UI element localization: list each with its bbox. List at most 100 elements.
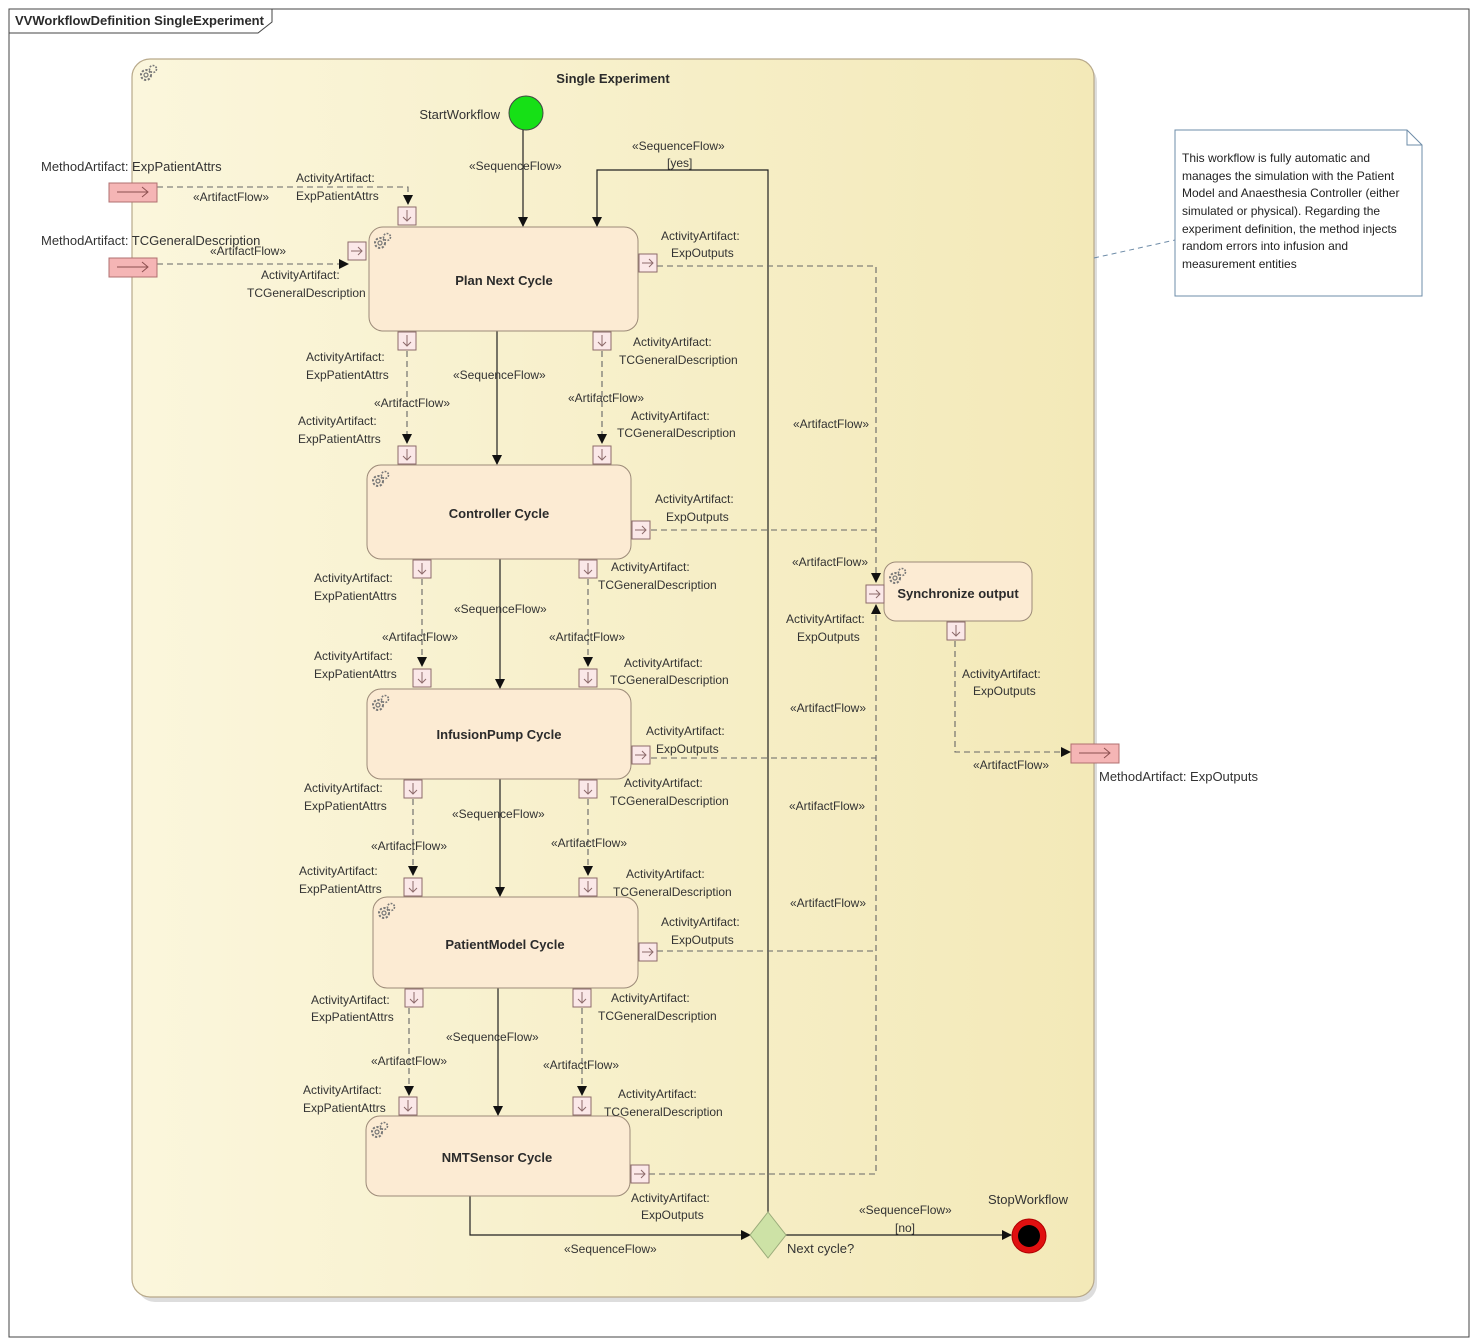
pin-plan-out-tc[interactable] xyxy=(592,331,612,351)
artifact-flow-sync-out[interactable] xyxy=(954,641,1071,757)
pin-patient-out[interactable] xyxy=(638,942,658,962)
pin-controller-in-attrs[interactable] xyxy=(397,445,417,465)
pin-controller-out-attrs[interactable] xyxy=(412,559,432,579)
activity-artifact-label: ActivityArtifact: xyxy=(655,492,734,506)
activity-artifact-value: ExpPatientAttrs xyxy=(304,799,387,813)
pin-patient-out-tc[interactable] xyxy=(572,988,592,1008)
pin-nmt-out[interactable] xyxy=(630,1164,650,1184)
artifact-flow-label: «ArtifactFlow» xyxy=(793,417,869,431)
pin-patient-in-tc[interactable] xyxy=(578,877,598,897)
activity-artifact-label: ActivityArtifact: xyxy=(631,1191,710,1205)
activity-infusionpump-cycle[interactable] xyxy=(366,688,632,780)
pin-infusion-out-attrs[interactable] xyxy=(403,779,423,799)
activity-artifact-label: ActivityArtifact: xyxy=(611,560,690,574)
artifact-flow-label: «ArtifactFlow» xyxy=(789,799,865,813)
activity-artifact-value: ExpPatientAttrs xyxy=(296,189,379,203)
activity-artifact-value: ExpOutputs xyxy=(656,742,719,756)
method-artifact-tc-general[interactable] xyxy=(108,257,158,278)
pin-patient-out-attrs[interactable] xyxy=(404,988,424,1008)
activity-artifact-value: TCGeneralDescription xyxy=(598,578,717,592)
artifact-flow-label: «ArtifactFlow» xyxy=(790,701,866,715)
sequence-flow-label: «SequenceFlow» xyxy=(632,139,725,153)
artifact-flow-nmt-out[interactable] xyxy=(649,604,881,1175)
frame-title-tab xyxy=(8,8,273,34)
activity-artifact-label: ActivityArtifact: xyxy=(631,409,710,423)
activity-artifact-value: ExpPatientAttrs xyxy=(298,432,381,446)
activity-artifact-label: ActivityArtifact: xyxy=(611,991,690,1005)
activity-artifact-label: ActivityArtifact: xyxy=(311,993,390,1007)
artifact-flow-patient-attrs-in[interactable] xyxy=(157,186,413,205)
pin-nmt-in-tc[interactable] xyxy=(572,1096,592,1116)
artifact-flow-label: «ArtifactFlow» xyxy=(382,630,458,644)
activity-artifact-value: ExpPatientAttrs xyxy=(303,1101,386,1115)
activity-artifact-value: ExpOutputs xyxy=(666,510,729,524)
activity-artifact-label: ActivityArtifact: xyxy=(626,867,705,881)
workflow-note[interactable] xyxy=(1174,129,1423,297)
artifact-flow-label: «ArtifactFlow» xyxy=(790,896,866,910)
sequence-flow-label: «SequenceFlow» xyxy=(453,368,546,382)
stop-node-core xyxy=(1018,1225,1040,1247)
artifact-flow-label: «ArtifactFlow» xyxy=(210,244,286,258)
activity-artifact-value: ExpOutputs xyxy=(671,246,734,260)
pin-plan-out[interactable] xyxy=(638,253,658,273)
sequence-flow-label: «SequenceFlow» xyxy=(859,1203,952,1217)
pin-plan-in-tc[interactable] xyxy=(347,241,367,261)
activity-artifact-value: TCGeneralDescription xyxy=(610,794,729,808)
pin-infusion-out-tc[interactable] xyxy=(578,779,598,799)
single-experiment-container[interactable] xyxy=(131,58,1095,1298)
activity-artifact-label: ActivityArtifact: xyxy=(298,414,377,428)
activity-artifact-value: TCGeneralDescription xyxy=(247,286,366,300)
pin-controller-out-tc[interactable] xyxy=(578,559,598,579)
activity-artifact-label: ActivityArtifact: xyxy=(661,229,740,243)
method-artifact-tc-general-label: MethodArtifact: TCGeneralDescription xyxy=(41,233,260,248)
start-node[interactable] xyxy=(508,95,544,131)
pin-controller-out[interactable] xyxy=(631,520,651,540)
frame-title: VVWorkflowDefinition SingleExperiment xyxy=(15,13,265,28)
pin-controller-in-tc[interactable] xyxy=(592,445,612,465)
activity-artifact-value: ExpPatientAttrs xyxy=(314,667,397,681)
activity-artifact-label: ActivityArtifact: xyxy=(633,335,712,349)
note-line-7: measurement entities xyxy=(1182,257,1297,271)
activity-artifact-label: ActivityArtifact: xyxy=(306,350,385,364)
pin-patient-in-attrs[interactable] xyxy=(403,877,423,897)
activity-artifact-label: ActivityArtifact: xyxy=(618,1087,697,1101)
note-line-1: This workflow is fully automatic and xyxy=(1182,151,1370,165)
activity-artifact-value: ExpPatientAttrs xyxy=(306,368,389,382)
activity-sync-label: Synchronize output xyxy=(897,586,1019,601)
sequence-flow-label: «SequenceFlow» xyxy=(452,807,545,821)
yes-guard-label: [yes] xyxy=(667,156,692,170)
activity-artifact-label: ActivityArtifact: xyxy=(314,571,393,585)
activity-nmtsensor-cycle[interactable] xyxy=(365,1115,631,1197)
pin-infusion-in-attrs[interactable] xyxy=(412,668,432,688)
seq-nmt-decision[interactable] xyxy=(469,1196,751,1240)
activity-infusion-label: InfusionPump Cycle xyxy=(437,727,562,742)
activity-artifact-label: ActivityArtifact: xyxy=(296,171,375,185)
method-artifact-exp-outputs[interactable] xyxy=(1070,743,1120,764)
artifact-flow-label: «ArtifactFlow» xyxy=(371,839,447,853)
artifact-flow-plan-out[interactable] xyxy=(657,265,881,583)
artifact-flow-label: «ArtifactFlow» xyxy=(551,836,627,850)
artifact-flow-label: «ArtifactFlow» xyxy=(543,1058,619,1072)
method-artifact-patient-attrs[interactable] xyxy=(108,182,158,203)
pin-infusion-out[interactable] xyxy=(631,745,651,765)
decision-node[interactable] xyxy=(749,1211,787,1259)
activity-artifact-label: ActivityArtifact: xyxy=(962,667,1041,681)
pin-sync-out[interactable] xyxy=(946,621,966,641)
activity-artifact-value: ExpOutputs xyxy=(641,1208,704,1222)
artifact-flow-label: «ArtifactFlow» xyxy=(371,1054,447,1068)
pin-sync-in[interactable] xyxy=(865,584,885,604)
activity-artifact-value: TCGeneralDescription xyxy=(604,1105,723,1119)
pin-plan-out-attrs[interactable] xyxy=(397,331,417,351)
activity-plan-next-cycle[interactable] xyxy=(368,226,639,332)
container-title: Single Experiment xyxy=(556,71,670,86)
pin-infusion-in-tc[interactable] xyxy=(578,668,598,688)
seq-decision-yes[interactable] xyxy=(592,169,769,1212)
pin-nmt-in-attrs[interactable] xyxy=(398,1096,418,1116)
activity-artifact-value: ExpPatientAttrs xyxy=(299,882,382,896)
artifact-flow-label: «ArtifactFlow» xyxy=(568,391,644,405)
pin-plan-in-attrs[interactable] xyxy=(397,206,417,226)
activity-artifact-value: ExpPatientAttrs xyxy=(314,589,397,603)
activity-controller-cycle[interactable] xyxy=(366,464,632,560)
activity-patientmodel-cycle[interactable] xyxy=(372,896,639,989)
